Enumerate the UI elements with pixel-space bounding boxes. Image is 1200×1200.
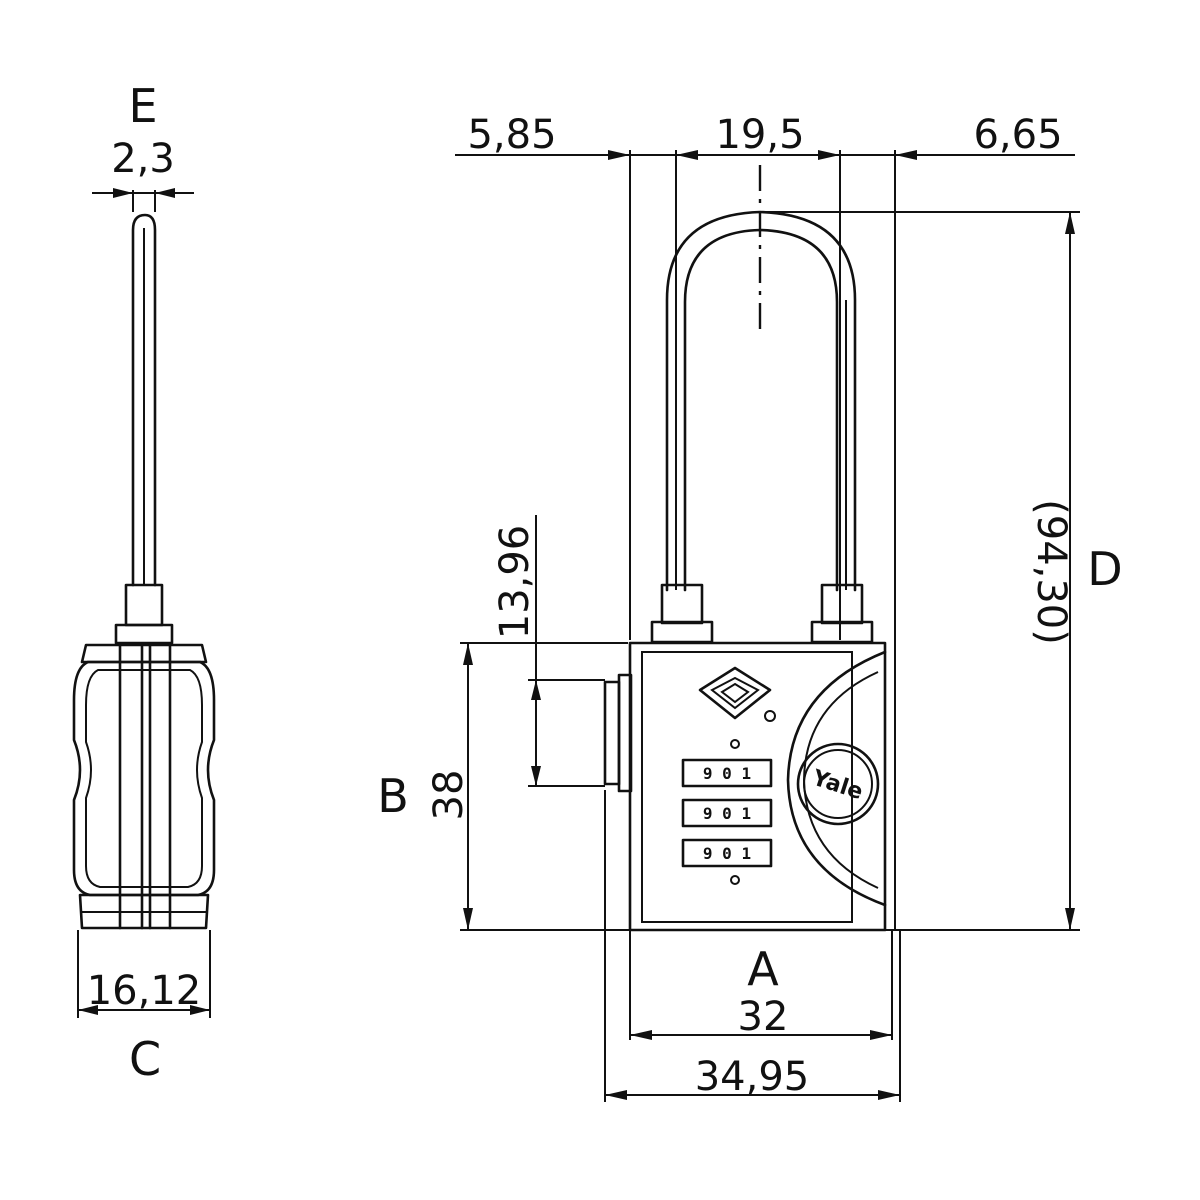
front-collar-right-base [810, 620, 874, 644]
side-body-bottom [78, 893, 210, 930]
brand-name: Yale [808, 765, 865, 805]
side-body-top [80, 643, 208, 664]
side-dim-c-arrow-left [78, 1005, 98, 1015]
tsa-logo-icon [698, 666, 776, 722]
dial-indicator-top [730, 739, 740, 749]
label-b: B [377, 769, 409, 823]
dim-thickness: 2,3 [111, 136, 175, 182]
dim-total-width: 34,95 [695, 1054, 810, 1100]
side-view: E 2,3 16,12 C [72, 79, 216, 1086]
release-button-housing [617, 673, 633, 793]
dial-indicator-bottom [730, 875, 740, 885]
label-d: D [1087, 542, 1122, 596]
side-dim-e-arrow-right [155, 188, 175, 198]
label-a: A [747, 942, 779, 996]
front-cover-arc [786, 650, 887, 907]
front-view: Yale 9 0 1 9 0 1 9 0 1 5,85 19,5 6,65 [377, 112, 1123, 1102]
dim-top-arrow-2 [676, 150, 698, 160]
dim-top-arrow-1 [608, 150, 630, 160]
dial-1-digits: 9 0 1 [703, 764, 751, 783]
dim-a-arrow-right [870, 1030, 892, 1040]
dim-body-height: 38 [426, 770, 472, 821]
dim-a-arrow-left [630, 1030, 652, 1040]
dim-button-arrow-top [531, 680, 541, 700]
dim-body-width: 32 [738, 994, 789, 1040]
dim-top-arrow-3 [818, 150, 840, 160]
label-e: E [128, 79, 157, 133]
dim-right-offset: 6,65 [973, 112, 1062, 158]
dim-total-height: (94,30) [1028, 499, 1074, 645]
dim-shackle-span: 19,5 [715, 112, 804, 158]
side-dim-e-arrow-left [113, 188, 133, 198]
front-body-inner [641, 651, 853, 923]
yale-logo: Yale [796, 742, 880, 826]
dim-width: 16,12 [87, 968, 202, 1014]
dim-d-arrow-top [1065, 212, 1075, 234]
release-button [603, 680, 621, 786]
dim-tw-arrow-right [878, 1090, 900, 1100]
front-shackle-inner [683, 228, 839, 592]
dim-top-arrow-4 [895, 150, 917, 160]
dim-d-arrow-bottom [1065, 908, 1075, 930]
dial-2 [681, 798, 773, 828]
dial-3 [681, 838, 773, 868]
dial-3-digits: 9 0 1 [703, 844, 751, 863]
dim-b-arrow-top [463, 643, 473, 665]
side-collar-base [114, 623, 174, 645]
side-collar [124, 583, 164, 627]
dim-button-arrow-bottom [531, 766, 541, 786]
dim-button: 13,96 [492, 525, 538, 640]
dim-b-arrow-bottom [463, 908, 473, 930]
side-shackle [131, 213, 157, 587]
label-c: C [129, 1032, 161, 1086]
combination-dials: 9 0 1 9 0 1 9 0 1 [681, 739, 773, 885]
dial-2-digits: 9 0 1 [703, 804, 751, 823]
dial-1 [681, 758, 773, 788]
side-dim-c-arrow-right [190, 1005, 210, 1015]
dim-left-offset: 5,85 [467, 112, 556, 158]
side-body-inner [85, 669, 203, 888]
side-body [72, 660, 216, 897]
dim-tw-arrow-left [605, 1090, 627, 1100]
front-collar-left-base [650, 620, 714, 644]
